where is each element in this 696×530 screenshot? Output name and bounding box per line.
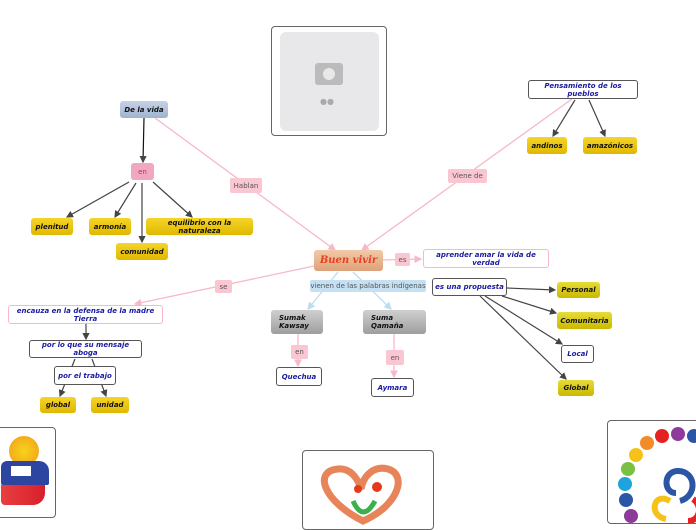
node-pensamiento[interactable]: Pensamiento de los pueblos — [528, 80, 638, 99]
node-encauza[interactable]: encauza en la defensa de la madre Tierra — [8, 305, 163, 324]
node-local[interactable]: Local — [561, 345, 594, 363]
image-placeholder: ●● — [271, 26, 387, 136]
node-aprender[interactable]: aprender amar la vida de verdad — [423, 249, 549, 268]
sun-flag-logo-image — [0, 427, 56, 518]
node-unidad[interactable]: unidad — [91, 397, 129, 413]
node-propuesta[interactable]: es una propuesta — [432, 278, 507, 296]
link-vienen[interactable]: vienen de las palabras indígenas — [310, 280, 426, 292]
objetivo-vivir-logo-image — [607, 420, 696, 524]
heart-logo-image — [302, 450, 434, 530]
link-se[interactable]: se — [215, 280, 232, 293]
camera-icon — [315, 63, 343, 85]
loading-dots: ●● — [320, 97, 334, 106]
link-en-aymara[interactable]: en — [386, 350, 404, 365]
logo-circles — [618, 427, 696, 523]
node-aymara[interactable]: Aymara — [371, 378, 414, 397]
link-viene-de[interactable]: Viene de — [448, 169, 487, 183]
node-comunidad[interactable]: comunidad — [116, 243, 168, 260]
node-equilibrio[interactable]: equilibrio con la naturaleza — [146, 218, 253, 235]
node-en[interactable]: en — [131, 163, 154, 180]
node-personal[interactable]: Personal — [557, 282, 600, 298]
node-comunitaria[interactable]: Comunitaria — [557, 312, 612, 329]
node-amazonicos[interactable]: amazónicos — [583, 137, 637, 154]
node-mensaje[interactable]: por lo que su mensaje aboga — [29, 340, 142, 358]
node-de-la-vida[interactable]: De la vida — [120, 101, 168, 118]
node-sumak-kawsay[interactable]: Sumak Kawsay — [271, 310, 323, 334]
node-plenitud[interactable]: plenitud — [31, 218, 73, 235]
link-hablan[interactable]: Hablan — [230, 178, 262, 193]
node-quechua[interactable]: Quechua — [276, 367, 322, 386]
link-es[interactable]: es — [395, 253, 410, 266]
node-suma-qamana[interactable]: Suma Qamaña — [363, 310, 426, 334]
node-global-left[interactable]: global — [40, 397, 76, 413]
central-topic[interactable]: Buen vivir — [314, 250, 383, 271]
node-andinos[interactable]: andinos — [527, 137, 567, 154]
node-global-right[interactable]: Global — [558, 380, 594, 396]
node-trabajo[interactable]: por el trabajo — [54, 366, 116, 385]
node-armonia[interactable]: armonía — [89, 218, 131, 235]
link-en-quechua[interactable]: en — [291, 345, 308, 359]
